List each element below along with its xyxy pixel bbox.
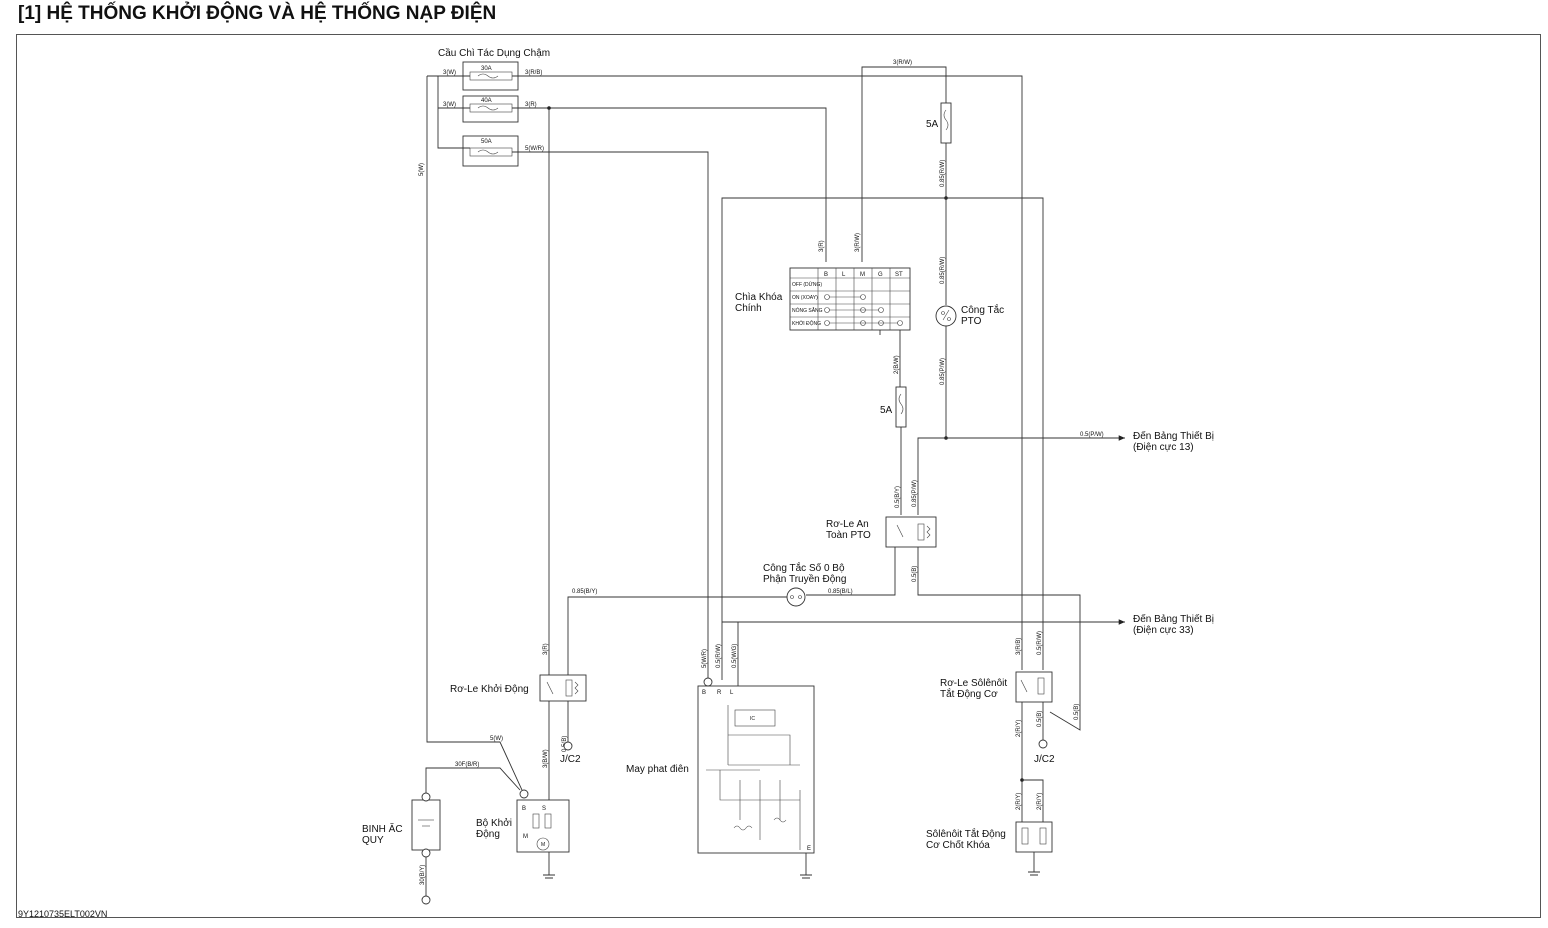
pto-safety-relay: Rơ-Le An Toàn PTO [826, 516, 937, 548]
panel-13-label: (Điện cực 13) [1133, 442, 1194, 453]
wire-label: 3(R) [819, 240, 825, 252]
wire-label: 0.85(P/W) [912, 480, 918, 507]
wire-label: 0.85(R/W) [940, 257, 946, 284]
wire-label: 0.5(B/Y) [895, 486, 901, 508]
wire-label: 2(R/Y) [1016, 793, 1022, 810]
battery-label: BINH ĂC [362, 822, 403, 835]
engine-stop-solenoid: Sôlênôit Tắt Động Cơ Chốt Khóa [926, 821, 1053, 853]
alt-terminal-l: L [730, 690, 734, 696]
wire-label: 2(R/Y) [1037, 793, 1043, 810]
fuse-30a-label: 30A [481, 66, 492, 72]
wire-label: 0.5(B) [1037, 711, 1043, 727]
key-col-l: L [842, 272, 846, 278]
starter-relay: Rơ-Le Khởi Động 3(R) [450, 643, 587, 702]
pto-switch: Công Tắc PTO 0.85(R/W) [935, 257, 1004, 327]
starter-motor: B S M M Bộ Khởi Động [476, 799, 570, 853]
jc2-label-a: J/C2 [560, 754, 581, 765]
fuse-5a-mid-label: 5A [880, 405, 893, 416]
alt-terminal-r: R [717, 690, 722, 696]
key-col-g: G [878, 272, 883, 278]
main-key-switch: Chìa Khóa Chính 3(R) 3(R/W) B L M G ST O… [735, 233, 911, 331]
battery-label: QUY [362, 835, 384, 846]
alternator: B R L E IC May phat điên [626, 685, 815, 854]
wire-label: 30(B/Y) [420, 865, 426, 885]
starter-terminal-s: S [542, 806, 546, 812]
svg-text:M: M [541, 842, 545, 848]
wire-label: 0.85(P/W) [940, 358, 946, 385]
fuse-box-label: Cầu Chì Tác Dụng Chậm [438, 47, 550, 59]
starter-label: Động [476, 829, 500, 840]
wire-label: 0.85(B/Y) [572, 589, 597, 595]
wire-label: 0.5(R/W) [716, 644, 722, 668]
solenoid-relay-label: Rơ-Le Sôlênôit [940, 678, 1007, 689]
battery: BINH ĂC QUY [362, 792, 441, 858]
engine-stop-solenoid-relay: Rơ-Le Sôlênôit Tắt Động Cơ 3(R/B) 0.5(R/… [940, 631, 1053, 703]
key-row-on: ON (XOAY) [792, 295, 818, 301]
fuse-40a-label: 40A [481, 98, 492, 104]
wire-label: 0.85(B/L) [828, 589, 853, 595]
fuse-5a-mid [895, 386, 907, 428]
panel-13-label: Đến Bảng Thiết Bị [1133, 430, 1214, 442]
key-row-off: OFF (DỪNG) [792, 281, 822, 288]
wire-label: 3(R/W) [855, 233, 861, 252]
pto-switch-label: PTO [961, 316, 982, 327]
neutral-switch-label: Phận Truyền Động [763, 573, 846, 585]
starter-terminal-m: M [523, 834, 528, 840]
key-col-m: M [860, 272, 865, 278]
wire-label: 0.5(P/W) [1080, 432, 1104, 438]
pto-relay-label: Toàn PTO [826, 530, 871, 541]
pto-switch-label: Công Tắc [961, 303, 1004, 316]
key-row-heat: NÓNG SẴNG [792, 307, 823, 314]
key-row-start: KHỞI ĐỘNG [792, 320, 821, 327]
document-code: 9Y1210735ELT002VN [18, 909, 107, 919]
key-col-b: B [824, 272, 828, 278]
diagram-frame [16, 34, 1541, 918]
wire-label: 2(B/W) [894, 355, 900, 374]
wire-label: 5(W/R) [702, 649, 708, 668]
wire-label: 3(W) [443, 102, 456, 108]
wire-label: 30F(B/R) [455, 762, 479, 768]
wire-label: 0.85(R/W) [940, 160, 946, 187]
neutral-switch-label: Công Tắc Số 0 Bộ [763, 561, 845, 574]
wire-label: 3(R/B) [525, 70, 542, 76]
alt-terminal-b: B [702, 690, 706, 696]
wire-label: 0.5(R/W) [1037, 631, 1043, 655]
fuse-50a-label: 50A [481, 139, 492, 145]
wire-label: 3(R/W) [893, 60, 912, 66]
alt-ic-label: IC [750, 716, 755, 722]
wire-label: 5(W) [490, 736, 503, 742]
key-switch-label: Chính [735, 303, 762, 314]
wire-label: 0.5(W/G) [732, 644, 738, 668]
transmission-neutral-switch: Công Tắc Số 0 Bộ Phận Truyền Động 0.85(B… [763, 561, 853, 607]
key-col-st: ST [895, 272, 903, 278]
fuse-5a-top [940, 102, 952, 144]
jc2-label-b: J/C2 [1034, 754, 1055, 765]
fuse-5a-top-label: 5A [926, 119, 939, 130]
solenoid-relay-label: Tắt Động Cơ [940, 687, 998, 700]
page-title: [1] HỆ THỐNG KHỞI ĐỘNG VÀ HỆ THỐNG NẠP Đ… [18, 3, 497, 24]
key-switch-label: Chìa Khóa [735, 292, 783, 303]
wire-label: 2(R/Y) [1016, 720, 1022, 737]
wire-label: 0.5(B) [1074, 704, 1080, 720]
fuse-box: Cầu Chì Tác Dụng Chậm 30A 40A 50A [438, 47, 550, 167]
wire-label: 0.5(B) [912, 566, 918, 582]
starter-terminal-b: B [522, 806, 526, 812]
starter-relay-label: Rơ-Le Khởi Động [450, 683, 529, 695]
wire-label: 3(R) [525, 102, 537, 108]
wire-label: 5(W) [419, 163, 425, 176]
solenoid-label: Sôlênôit Tắt Động [926, 827, 1006, 840]
wire-label: 3(W) [443, 70, 456, 76]
pto-relay-label: Rơ-Le An [826, 519, 869, 530]
panel-33-label: (Điện cực 33) [1133, 625, 1194, 636]
panel-33-label: Đến Bảng Thiết Bị [1133, 613, 1214, 625]
solenoid-label: Cơ Chốt Khóa [926, 839, 990, 851]
starter-label: Bộ Khởi [476, 817, 512, 829]
wire-label: 3(R) [543, 643, 549, 655]
wire-label: 5(W/R) [525, 146, 544, 152]
wire-label: 3(R/B) [1016, 638, 1022, 655]
alt-terminal-e: E [807, 846, 811, 852]
wire-label: 3(B/W) [543, 749, 549, 768]
alternator-label: May phat điên [626, 764, 689, 775]
